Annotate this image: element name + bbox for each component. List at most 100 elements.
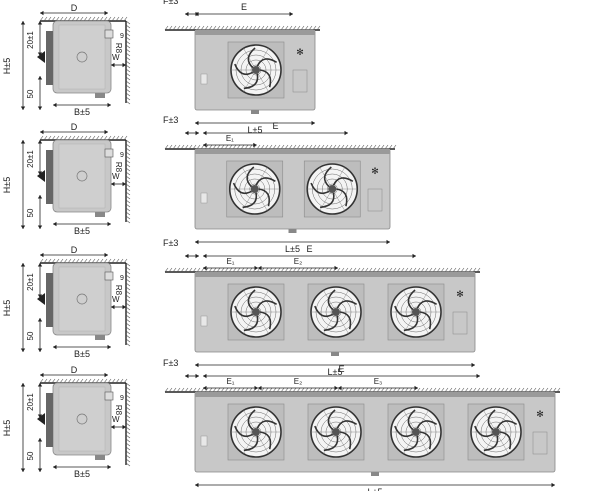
fan-blade — [416, 420, 438, 429]
arrow-head — [344, 130, 348, 136]
arrow-head — [253, 142, 257, 148]
fan-spoke — [254, 188, 268, 211]
fan-blade — [403, 435, 419, 452]
fan-blade — [339, 431, 352, 450]
hatch-mark — [496, 387, 501, 393]
hatch-mark — [348, 387, 353, 393]
arrow-head — [195, 362, 199, 368]
hatch-mark — [99, 135, 104, 141]
hatch-mark — [308, 267, 313, 273]
dim-label-H: H±5 — [2, 300, 12, 316]
hatch-mark — [125, 462, 131, 467]
hatch-mark — [280, 144, 285, 150]
fan-blade — [320, 192, 335, 209]
hatch-mark — [125, 386, 131, 391]
hatch-mark — [292, 267, 297, 273]
hatch-mark — [396, 267, 401, 273]
hatch-mark — [43, 378, 48, 384]
hatch-mark — [125, 60, 131, 65]
hatch-mark — [125, 191, 131, 196]
hatch-mark — [504, 387, 509, 393]
dim-label-clearance: 50 — [26, 451, 35, 460]
hatch-mark — [103, 378, 108, 384]
arrow-head — [53, 221, 57, 227]
hatch-mark — [424, 387, 429, 393]
hatch-mark — [67, 378, 72, 384]
arrow-head — [104, 129, 108, 135]
hatch-mark — [368, 267, 373, 273]
hatch-mark — [125, 139, 131, 144]
arrow-head — [334, 265, 338, 271]
arrow-head — [37, 21, 43, 25]
hatch-mark — [392, 144, 397, 150]
arrow-head — [195, 239, 199, 245]
hatch-mark — [107, 135, 112, 141]
hatch-mark — [372, 387, 377, 393]
hatch-mark — [384, 387, 389, 393]
hatch-mark — [103, 258, 108, 264]
hatch-mark — [111, 16, 116, 22]
hatch-mark — [115, 258, 120, 264]
hatch-mark — [123, 135, 128, 141]
fan-guard — [46, 273, 53, 327]
arrow-head — [471, 362, 475, 368]
fan-blade — [487, 409, 496, 431]
hatch-mark — [115, 135, 120, 141]
dim-label-F: F±3 — [163, 358, 178, 368]
fan-hub — [252, 66, 260, 74]
hatch-mark — [91, 135, 96, 141]
hatch-mark — [248, 387, 253, 393]
hatch-mark — [420, 267, 425, 273]
hatch-mark — [220, 267, 225, 273]
hatch-mark — [125, 100, 131, 105]
hatch-mark — [75, 378, 80, 384]
arrow-head — [111, 181, 115, 187]
arrow-head — [37, 106, 43, 110]
hatch-mark — [125, 76, 131, 81]
fan-spoke — [483, 410, 497, 433]
arrow-head — [203, 253, 207, 259]
hatch-mark — [440, 387, 445, 393]
hatch-mark — [125, 68, 131, 73]
fan-blade — [243, 315, 259, 332]
hatch-mark — [125, 32, 131, 37]
hatch-mark — [168, 267, 173, 273]
hatch-mark — [540, 387, 545, 393]
hatch-mark — [392, 267, 397, 273]
dim-label-H: H±5 — [2, 420, 12, 436]
hatch-mark — [264, 25, 269, 31]
hatch-mark — [328, 267, 333, 273]
hatch-mark — [220, 144, 225, 150]
hatch-mark — [67, 258, 72, 264]
hatch-mark — [196, 387, 201, 393]
fan-blade — [310, 182, 330, 195]
arrow-head — [37, 263, 43, 267]
hatch-mark — [348, 144, 353, 150]
hatch-mark — [125, 183, 131, 188]
hatch-mark — [296, 25, 301, 31]
hatch-mark — [125, 454, 131, 459]
hatch-mark — [91, 16, 96, 22]
hatch-mark — [196, 144, 201, 150]
arrow-head — [20, 21, 26, 25]
hatch-mark — [55, 378, 60, 384]
hatch-mark — [39, 258, 44, 264]
arrow-head — [53, 344, 57, 350]
hatch-mark — [196, 267, 201, 273]
unit-side-panel — [58, 24, 106, 90]
hatch-mark — [200, 144, 205, 150]
hatch-mark — [188, 25, 193, 31]
dim-label-W: W — [112, 53, 120, 62]
arrow-head — [195, 482, 199, 488]
fan-blade — [336, 188, 348, 207]
hatch-mark — [164, 25, 169, 31]
hatch-mark — [320, 267, 325, 273]
hatch-mark — [176, 267, 181, 273]
hatch-mark — [296, 387, 301, 393]
hatch-mark — [312, 267, 317, 273]
hatch-mark — [228, 387, 233, 393]
hatch-mark — [125, 262, 131, 267]
arrow-head — [254, 265, 258, 271]
hatch-mark — [125, 72, 131, 77]
